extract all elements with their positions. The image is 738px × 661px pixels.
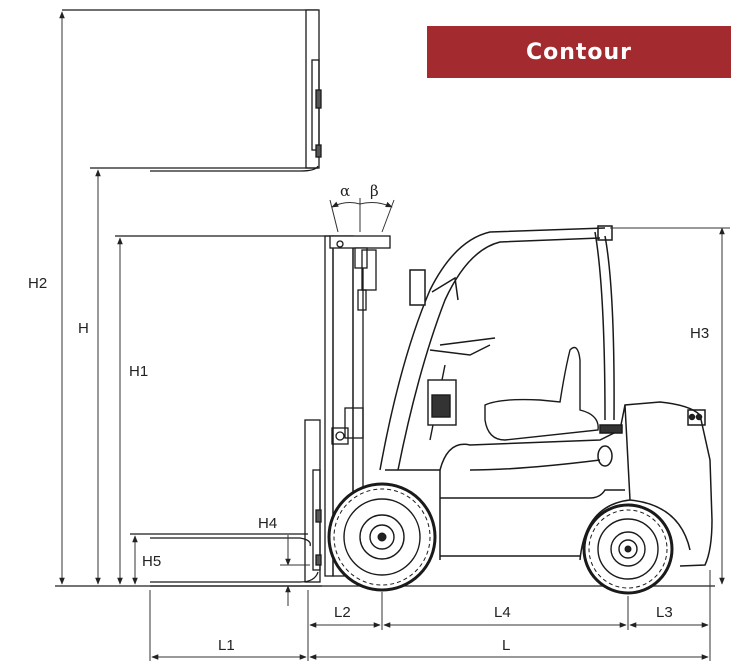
seat <box>427 337 599 441</box>
tilt-angle-marks <box>329 198 395 233</box>
dim-label-l: L <box>502 637 510 654</box>
dim-label-l1: L1 <box>218 637 235 654</box>
dim-label-h4: H4 <box>258 515 277 532</box>
overhead-guard <box>379 225 615 471</box>
dim-label-alpha: α <box>340 182 350 200</box>
dim-label-h3: H3 <box>690 325 709 342</box>
truck-body <box>385 401 713 567</box>
contour-badge: Contour <box>427 26 731 78</box>
contour-badge-label: Contour <box>525 39 633 65</box>
front-wheel <box>327 482 437 592</box>
dim-label-h5: H5 <box>142 553 161 570</box>
vertical-dimensions <box>59 11 730 606</box>
dim-label-l4: L4 <box>494 604 511 621</box>
dim-label-l2: L2 <box>334 604 351 621</box>
dim-label-h1: H1 <box>129 363 148 380</box>
horizontal-dimensions <box>149 570 711 661</box>
dim-label-h2: H2 <box>28 275 47 292</box>
rear-wheel <box>582 503 674 595</box>
fork <box>130 419 322 587</box>
dim-label-beta: β <box>370 182 379 200</box>
dim-label-l3: L3 <box>656 604 673 621</box>
dim-label-h: H <box>78 320 89 337</box>
raised-carriage <box>62 9 322 172</box>
